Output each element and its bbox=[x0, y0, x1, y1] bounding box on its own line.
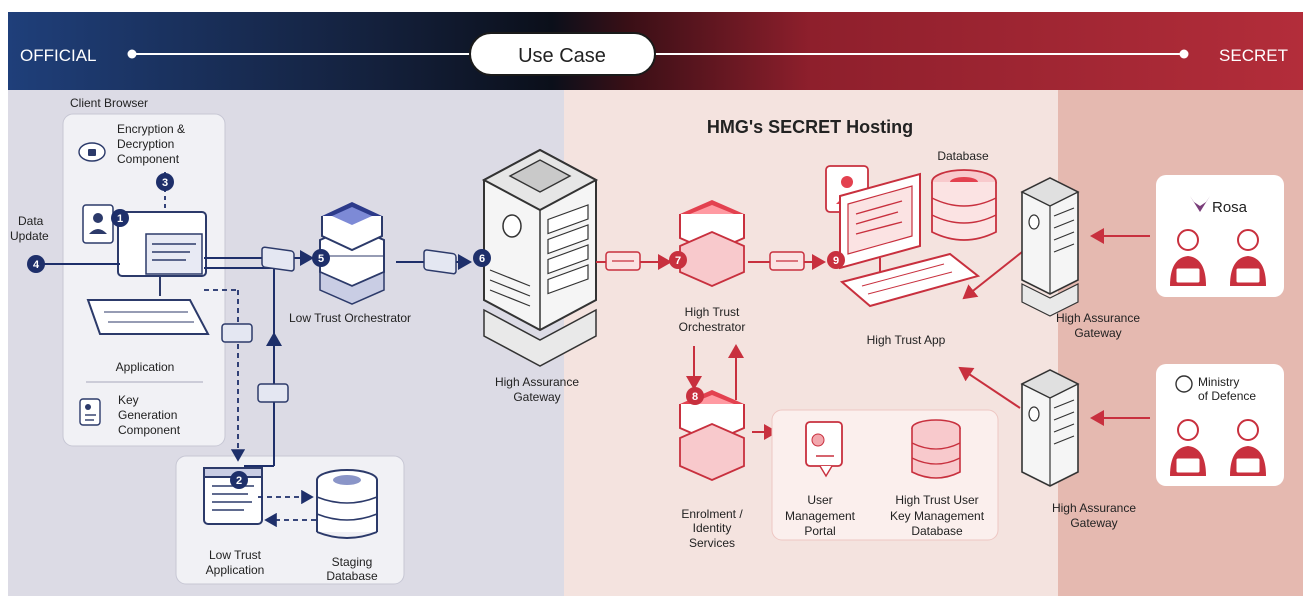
hag-right-top-line2: Gateway bbox=[1074, 326, 1121, 340]
staging-db-line1: Staging bbox=[332, 555, 373, 569]
cloud-lock-icon bbox=[78, 142, 106, 162]
user-management-portal-icon bbox=[805, 421, 843, 478]
step-9-marker: 9 bbox=[827, 251, 845, 269]
low-trust-app-line2: Application bbox=[206, 563, 265, 577]
low-trust-orchestrator-icon bbox=[319, 202, 385, 305]
high-trust-app-icon bbox=[825, 165, 981, 308]
low-trust-orchestrator-label: Low Trust Orchestrator bbox=[289, 311, 411, 325]
user-card-icon bbox=[82, 204, 114, 244]
step-7-marker: 7 bbox=[669, 251, 687, 269]
staging-db-line2: Database bbox=[326, 569, 378, 583]
key-icon bbox=[79, 398, 101, 426]
secret-hosting-title: HMG's SECRET Hosting bbox=[707, 117, 913, 137]
user-mgmt-line2: Management bbox=[785, 509, 856, 523]
key-gen-line2: Generation bbox=[118, 408, 177, 422]
secure-data-packet-icon bbox=[605, 251, 805, 271]
application-computer-icon bbox=[82, 204, 210, 335]
ht-key-db-line1: High Trust User bbox=[895, 493, 978, 507]
high-trust-orchestrator-icon bbox=[679, 200, 745, 287]
step-6-marker: 6 bbox=[473, 249, 491, 267]
ht-key-db-line3: Database bbox=[911, 524, 963, 538]
low-trust-app-line1: Low Trust bbox=[209, 548, 262, 562]
enrolment-line2: Identity bbox=[693, 521, 732, 535]
step-markers: 1 2 3 4 5 6 7 8 bbox=[27, 173, 845, 489]
step-1-marker: 1 bbox=[111, 209, 129, 227]
hag-center-icon bbox=[481, 148, 599, 367]
hag-right-bottom-line2: Gateway bbox=[1070, 516, 1117, 530]
encryption-line1: Encryption & bbox=[117, 122, 185, 136]
data-packet-icon bbox=[221, 246, 457, 403]
svg-text:1: 1 bbox=[117, 213, 123, 225]
developer-icon bbox=[1170, 419, 1266, 476]
svg-text:3: 3 bbox=[162, 177, 168, 189]
client-browser-group bbox=[62, 113, 226, 447]
step-8-marker: 8 bbox=[686, 387, 704, 405]
encryption-line2: Decryption bbox=[117, 137, 174, 151]
key-gen-line3: Component bbox=[118, 423, 181, 437]
svg-text:5: 5 bbox=[318, 253, 324, 265]
hag-center-line1: High Assurance bbox=[495, 375, 579, 389]
enrolment-line1: Enrolment / bbox=[681, 507, 743, 521]
hag-right-top-line1: High Assurance bbox=[1056, 311, 1140, 325]
high-trust-orchestrator-line2: Orchestrator bbox=[679, 320, 746, 334]
database-label: Database bbox=[937, 149, 989, 163]
svg-text:2: 2 bbox=[236, 475, 242, 487]
enrolment-server-icon bbox=[679, 390, 745, 481]
encryption-line3: Component bbox=[117, 152, 180, 166]
database-icon bbox=[931, 169, 997, 241]
user-mgmt-line3: Portal bbox=[804, 524, 835, 538]
high-trust-app-label: High Trust App bbox=[867, 333, 946, 347]
use-case-pill bbox=[469, 32, 656, 76]
step-5-marker: 5 bbox=[312, 249, 330, 267]
data-update-line2: Update bbox=[10, 229, 49, 243]
step-2-marker: 2 bbox=[230, 471, 248, 489]
enrolment-line3: Services bbox=[689, 536, 735, 550]
rosa-logo-icon bbox=[1190, 196, 1210, 212]
hag-right-top-icon bbox=[1020, 177, 1080, 317]
svg-text:8: 8 bbox=[692, 391, 698, 403]
data-update-line1: Data bbox=[18, 214, 44, 228]
ht-key-db-line2: Key Management bbox=[890, 509, 985, 523]
step-4-marker: 4 bbox=[27, 255, 45, 273]
mod-card: Ministry of Defence bbox=[1156, 364, 1284, 486]
hag-right-bottom-line1: High Assurance bbox=[1052, 501, 1136, 515]
mod-line1: Ministry bbox=[1198, 375, 1239, 389]
secret-label: SECRET bbox=[1219, 46, 1288, 65]
hag-right-bottom-icon bbox=[1020, 369, 1080, 487]
key-management-database-icon bbox=[911, 419, 961, 479]
mod-line2: of Defence bbox=[1198, 389, 1256, 403]
high-trust-orchestrator-line1: High Trust bbox=[685, 305, 740, 319]
client-browser-label: Client Browser bbox=[70, 96, 148, 110]
developer-icon bbox=[1170, 229, 1266, 286]
official-flow-lines bbox=[36, 172, 472, 528]
header-bar: OFFICIAL Use Case SECRET bbox=[8, 12, 1303, 90]
key-gen-line1: Key bbox=[118, 393, 139, 407]
user-mgmt-line1: User bbox=[807, 493, 832, 507]
step-3-marker: 3 bbox=[156, 173, 174, 191]
application-label: Application bbox=[116, 360, 175, 374]
svg-text:9: 9 bbox=[833, 255, 839, 267]
svg-text:7: 7 bbox=[675, 255, 681, 267]
svg-text:4: 4 bbox=[33, 259, 40, 271]
official-label: OFFICIAL bbox=[20, 46, 97, 65]
rosa-label: Rosa bbox=[1212, 199, 1248, 216]
svg-text:6: 6 bbox=[479, 253, 485, 265]
rosa-card: Rosa bbox=[1156, 175, 1284, 297]
crest-icon bbox=[1175, 375, 1193, 393]
use-case-title: Use Case bbox=[518, 45, 606, 67]
hag-center-line2: Gateway bbox=[513, 390, 560, 404]
staging-database-icon bbox=[316, 469, 378, 539]
external-zone bbox=[1058, 90, 1303, 596]
